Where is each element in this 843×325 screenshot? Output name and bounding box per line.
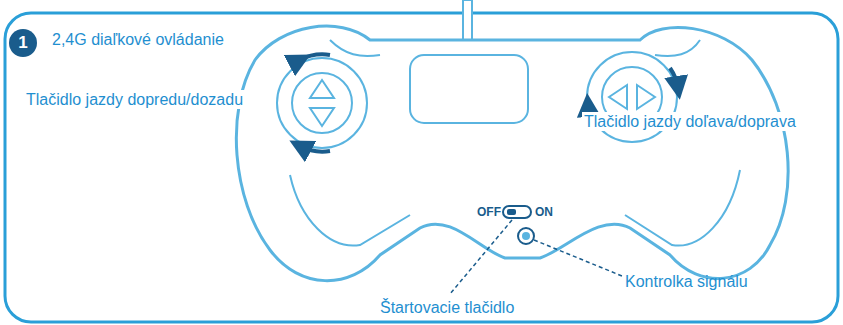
part-label: Tlačidlo jazdy doľava/doprava: [582, 112, 798, 131]
controller-body: [236, 26, 788, 281]
power-switch: [503, 206, 531, 218]
switch-label: ON: [535, 205, 553, 219]
part-label: Kontrolka signálu: [625, 272, 748, 291]
leader-line: [450, 220, 512, 294]
antenna: [463, 0, 472, 40]
switch-label: OFF: [477, 205, 501, 219]
right-grip: [625, 170, 740, 246]
callout-circle: 1: [9, 29, 37, 57]
callout-number: 1: [18, 33, 27, 53]
right-arrow: [670, 68, 678, 88]
screen: [410, 55, 528, 123]
backward-arrow: [300, 146, 330, 152]
left-grip: [290, 175, 410, 246]
panel-border: [5, 13, 838, 322]
part-label: Štartovacie tlačidlo: [380, 298, 514, 317]
forward-arrow: [300, 54, 330, 60]
signal-light: [518, 228, 534, 244]
part-label: Tlačidlo jazdy dopredu/dozadu: [24, 90, 245, 109]
left-dial: [277, 58, 367, 148]
title-label: 2,4G diaľkové ovládanie: [52, 30, 224, 49]
leader-line: [534, 240, 622, 276]
